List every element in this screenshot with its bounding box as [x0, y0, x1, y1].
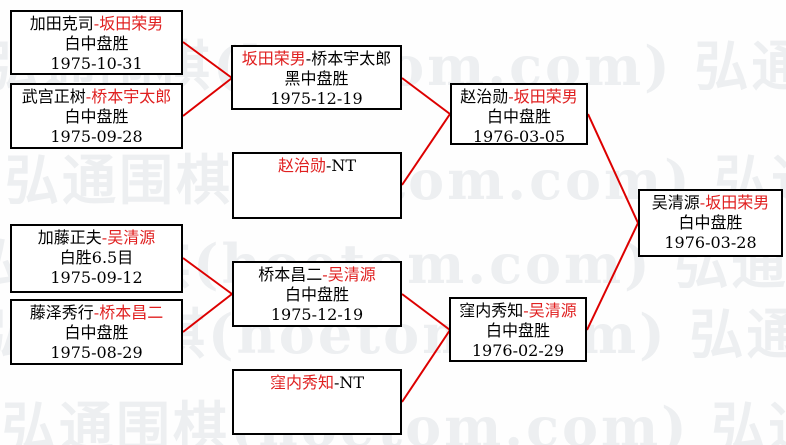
match-box-round2-game1: 坂田荣男-桥本宇太郎 黑中盘胜 1975-12-19 [231, 45, 402, 110]
match-players: 赵治勋-NT [234, 156, 400, 176]
match-box-round1-game1: 加田克司-坂田荣男 白中盘胜 1975-10-31 [10, 10, 183, 75]
match-players: 赵治勋-坂田荣男 [452, 87, 586, 107]
match-date: 1976-03-05 [472, 127, 566, 146]
match-date: 1975-09-12 [50, 268, 143, 287]
connector-line [401, 293, 451, 331]
player-winner: -坂田荣男 [93, 14, 164, 33]
connector-line [182, 41, 233, 79]
match-box-round2-game2: 赵治勋-NT [232, 152, 402, 219]
match-result: 黑中盘胜 [284, 69, 349, 88]
player-loser: -桥本宇太郎 [305, 49, 392, 68]
match-box-round2-game4: 窪内秀知-NT [232, 369, 402, 435]
connector-line [401, 77, 451, 115]
match-box-semifinal-game2: 窪内秀知-吴清源 白中盘胜 1976-02-29 [449, 297, 587, 362]
match-date: 1976-02-29 [471, 341, 565, 360]
match-players: 窪内秀知-吴清源 [451, 301, 585, 321]
match-box-semifinal-game1: 赵治勋-坂田荣男 白中盘胜 1976-03-05 [450, 83, 588, 146]
player-loser: 赵治勋 [460, 87, 509, 106]
match-players: 吴清源-坂田荣男 [640, 193, 781, 213]
match-result: 白中盘胜 [64, 107, 129, 126]
player-loser: -NT [325, 156, 357, 175]
match-result: 白中盘胜 [678, 213, 743, 232]
match-players: 窪内秀知-NT [234, 373, 400, 393]
match-result: 白胜6.5目 [59, 248, 134, 267]
match-result: 白中盘胜 [64, 323, 129, 342]
connector-line [587, 113, 639, 224]
match-players: 加田克司-坂田荣男 [12, 14, 181, 34]
match-date: 1975-12-19 [270, 305, 364, 324]
match-date: 1975-09-28 [50, 127, 143, 146]
match-result: 白中盘胜 [64, 34, 129, 53]
connector-line [182, 293, 233, 333]
match-date: 1975-08-29 [50, 343, 143, 362]
player-loser: 桥本昌二 [258, 265, 323, 284]
player-loser: 武宫正树 [21, 87, 86, 106]
match-players: 武宫正树-桥本宇太郎 [12, 87, 181, 107]
match-players: 坂田荣男-桥本宇太郎 [233, 49, 400, 69]
player-loser: -NT [333, 373, 365, 392]
player-loser: 窪内秀知 [459, 301, 524, 320]
match-result: 白中盘胜 [284, 285, 349, 304]
player-loser: 加田克司 [29, 14, 94, 33]
match-players: 加藤正夫-吴清源 [12, 228, 181, 248]
connector-line [401, 329, 451, 403]
connector-line [586, 222, 639, 331]
player-winner: -吴清源 [322, 265, 376, 284]
connector-line [182, 257, 233, 295]
match-date: 1976-03-28 [664, 233, 757, 252]
player-loser: 藤泽秀行 [29, 303, 94, 322]
connector-line [182, 77, 233, 117]
match-box-round2-game3: 桥本昌二-吴清源 白中盘胜 1975-12-19 [232, 261, 402, 327]
match-players: 藤泽秀行-桥本昌二 [12, 303, 181, 323]
match-box-round1-game4: 藤泽秀行-桥本昌二 白中盘胜 1975-08-29 [10, 299, 183, 365]
match-result: 白中盘胜 [486, 107, 551, 126]
match-date: 1975-10-31 [50, 54, 143, 73]
player-winner: 窪内秀知 [269, 373, 334, 392]
player-loser: 加藤正夫 [37, 228, 102, 247]
player-winner: -坂田荣男 [699, 193, 770, 212]
player-winner: 坂田荣男 [241, 49, 306, 68]
match-box-round1-game3: 加藤正夫-吴清源 白胜6.5目 1975-09-12 [10, 224, 183, 293]
player-winner: -桥本昌二 [93, 303, 164, 322]
player-winner: -吴清源 [101, 228, 156, 247]
player-winner: -坂田荣男 [508, 87, 578, 106]
match-date: 1975-12-19 [270, 89, 363, 108]
match-players: 桥本昌二-吴清源 [234, 265, 400, 285]
match-box-final: 吴清源-坂田荣男 白中盘胜 1976-03-28 [638, 189, 783, 257]
match-result: 白中盘胜 [485, 321, 550, 340]
connector-line [401, 113, 451, 186]
player-winner: -桥本宇太郎 [85, 87, 172, 106]
player-winner: 赵治勋 [277, 156, 326, 175]
match-box-round1-game2: 武宫正树-桥本宇太郎 白中盘胜 1975-09-28 [10, 83, 183, 149]
player-loser: 吴清源 [651, 193, 700, 212]
player-winner: -吴清源 [523, 301, 577, 320]
